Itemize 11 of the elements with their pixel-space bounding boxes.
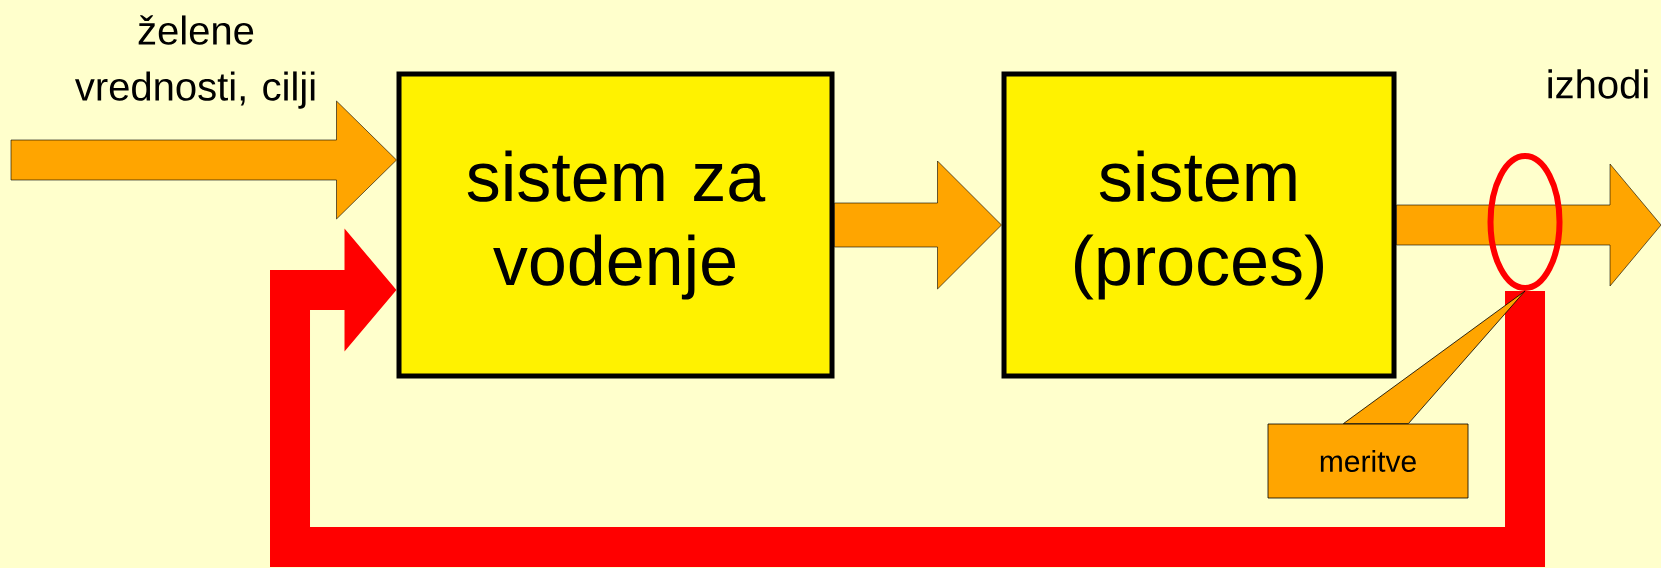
callout-box: meritve: [1267, 423, 1469, 499]
block-arrow: [10, 100, 397, 220]
block-arrow: [834, 160, 1002, 290]
callout-pointer: [1343, 290, 1526, 424]
arrow-label: izhodi: [1548, 69, 1648, 99]
block-arrow: [1396, 163, 1661, 287]
feedback-arrow: [270, 228, 1545, 567]
process-box: sistem (proces): [1001, 71, 1397, 379]
highlight-ellipse: [1487, 153, 1563, 291]
arrow-label: želene vrednosti, cilji: [75, 15, 315, 109]
process-box: sistem za vodenje: [396, 71, 835, 379]
